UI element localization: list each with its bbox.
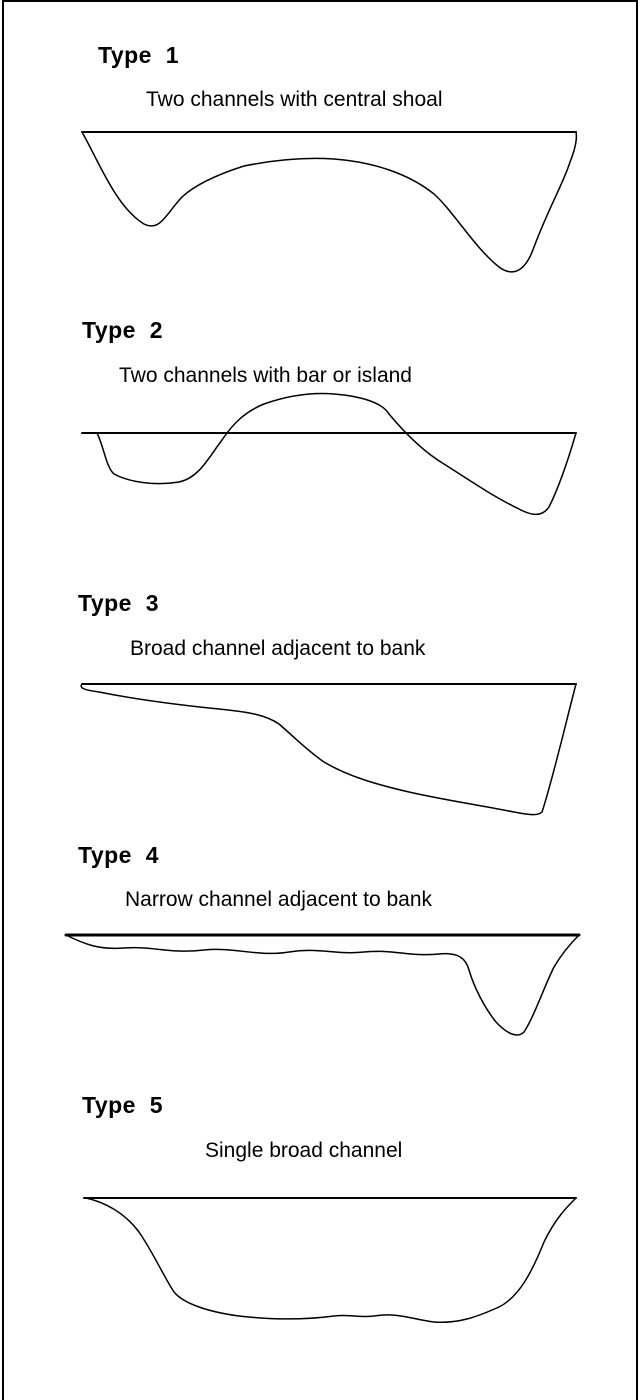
type-1-label: Type 1 — [98, 42, 180, 68]
type-5-description: Single broad channel — [205, 1139, 403, 1162]
type-1-description: Two channels with central shoal — [146, 88, 443, 111]
type-2-channel-profile — [96, 392, 577, 516]
type-4-description: Narrow channel adjacent to bank — [125, 888, 433, 911]
type-1-cross-section — [81, 131, 578, 273]
type-5-cross-section — [83, 1197, 577, 1324]
type-3-description: Broad channel adjacent to bank — [130, 637, 426, 660]
type-3-label: Type 3 — [78, 590, 160, 616]
type-3-channel-profile — [80, 683, 577, 816]
type-4-cross-section — [64, 933, 581, 1036]
type-3-cross-section — [80, 683, 577, 816]
type-2-label: Type 2 — [82, 317, 164, 343]
type-2-cross-section — [81, 392, 577, 516]
type-5-channel-profile — [85, 1197, 577, 1324]
type-2-description: Two channels with bar or island — [119, 364, 412, 387]
type-1-channel-profile — [81, 131, 578, 273]
type-4-channel-profile — [65, 934, 580, 1036]
type-5-label: Type 5 — [82, 1092, 164, 1118]
type-4-label: Type 4 — [78, 842, 160, 868]
